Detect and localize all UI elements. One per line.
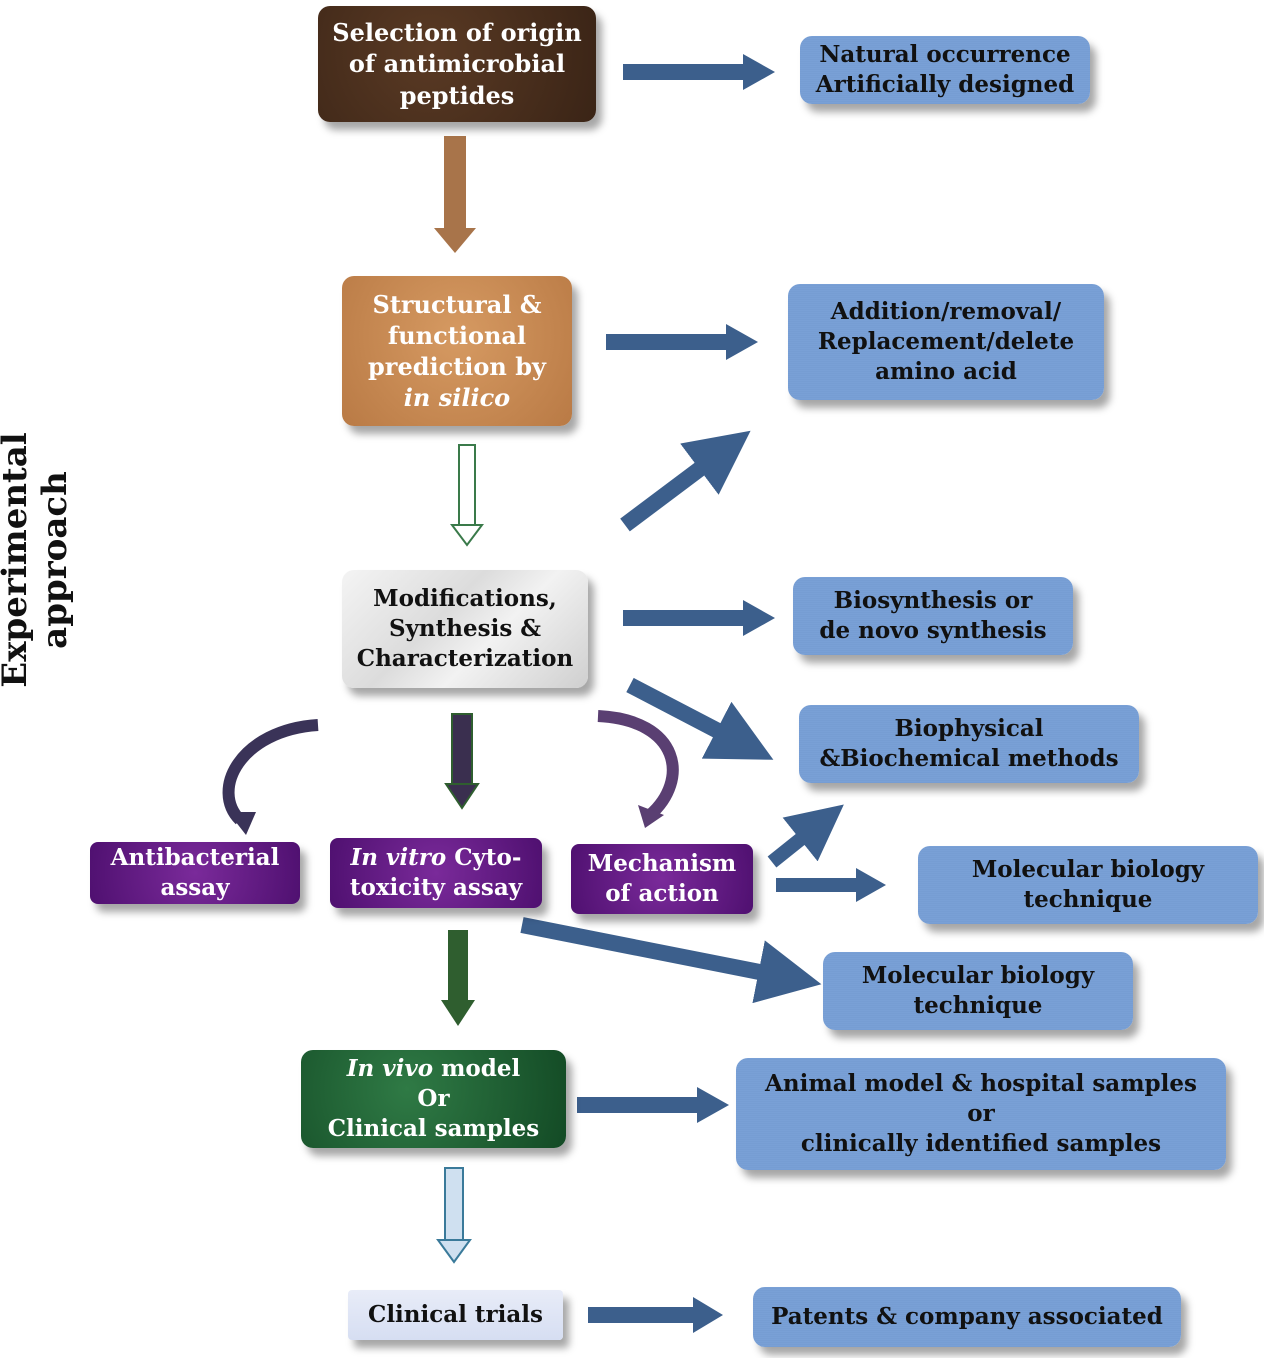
arrow-origin-to-prediction bbox=[434, 136, 476, 253]
invivo-line-2: Or bbox=[417, 1085, 450, 1113]
arrow-invivo-to-trials bbox=[436, 1167, 472, 1264]
invivo-italic: In vivo bbox=[346, 1055, 434, 1083]
molecular2-detail-2: technique bbox=[913, 992, 1043, 1019]
invivo-line-1: model bbox=[433, 1055, 521, 1083]
arrow-origin-to-details bbox=[623, 54, 775, 90]
prediction-line-3: prediction by bbox=[368, 352, 546, 381]
mod-line-1: Modifications, bbox=[373, 585, 557, 613]
animal-detail-2: or bbox=[967, 1100, 995, 1128]
mod-line-3: Characterization bbox=[356, 644, 574, 672]
arrow-trials-to-patents bbox=[588, 1297, 723, 1333]
patents-detail: Patents & company associated bbox=[771, 1303, 1163, 1331]
curved-arrow-head-mechanism bbox=[638, 805, 664, 828]
mod-line-2: Synthesis & bbox=[388, 615, 542, 643]
invivo-line-3: Clinical samples bbox=[327, 1114, 540, 1142]
curved-arrow-to-mechanism bbox=[597, 710, 679, 820]
arrow-prediction-to-mod bbox=[450, 444, 484, 547]
arrow-mod-to-prediction-details bbox=[620, 430, 751, 532]
antibacterial-line-2: assay bbox=[160, 874, 230, 901]
animal-detail-1: Animal model & hospital samples bbox=[765, 1070, 1197, 1098]
arrow-mod-to-biophysical bbox=[626, 677, 774, 760]
arrow-invivo-to-animal bbox=[577, 1087, 729, 1123]
origin-line-3: peptides bbox=[399, 80, 515, 110]
curved-arrow-to-antibacterial bbox=[222, 719, 319, 825]
clinical-trials-box: Clinical trials bbox=[348, 1290, 563, 1340]
prediction-line-4: in silico bbox=[403, 383, 511, 413]
prediction-detail-1: Addition/removal/ bbox=[830, 298, 1062, 326]
arrow-cytotoxicity-to-molecular bbox=[520, 917, 822, 1004]
origin-line-1: Selection of origin bbox=[332, 18, 582, 48]
biophysical-detail-2: &Biochemical methods bbox=[819, 745, 1119, 772]
modifications-box: Modifications,Synthesis &Characterizatio… bbox=[342, 570, 588, 688]
arrow-mod-to-cytotoxicity bbox=[444, 713, 480, 810]
prediction-line-2: functional bbox=[387, 320, 527, 350]
cyto-italic: In vitro bbox=[350, 844, 447, 872]
prediction-detail-2: Replacement/delete bbox=[817, 328, 1075, 356]
molecular1-detail-1: Molecular biology bbox=[971, 856, 1205, 884]
antibacterial-line-1: Antibacterial bbox=[110, 844, 280, 872]
arrow-mod-to-synthesis bbox=[623, 600, 775, 636]
cytotoxicity-box: In vitro Cyto-toxicity assay bbox=[330, 838, 542, 908]
cyto-line-2: toxicity assay bbox=[349, 874, 523, 901]
molecular2-detail-1: Molecular biology bbox=[861, 962, 1095, 990]
arrow-mechanism-to-biophysical bbox=[767, 804, 844, 868]
mechanism-line-2: of action bbox=[605, 880, 719, 907]
arrow-mechanism-to-molecular bbox=[776, 868, 886, 902]
biophysical-details-box: Biophysical&Biochemical methods bbox=[799, 705, 1139, 783]
arrow-cytotoxicity-to-invivo bbox=[441, 930, 475, 1026]
biophysical-detail-1: Biophysical bbox=[894, 715, 1044, 743]
cyto-line-1: Cyto- bbox=[446, 844, 522, 872]
curved-arrow-head-antibacterial bbox=[228, 812, 256, 835]
mechanism-line-1: Mechanism bbox=[587, 850, 737, 878]
synthesis-detail-2: de novo synthesis bbox=[819, 617, 1047, 644]
origin-detail-2: Artificially designed bbox=[815, 71, 1075, 98]
clinical-trials-label: Clinical trials bbox=[368, 1301, 543, 1329]
animal-detail-3: clinically identified samples bbox=[800, 1129, 1162, 1157]
origin-detail-1: Natural occurrence bbox=[819, 41, 1071, 69]
molecular1-detail-2: technique bbox=[1023, 886, 1153, 913]
synthesis-detail-1: Biosynthesis or bbox=[833, 587, 1033, 615]
origin-line-2: of antimicrobial bbox=[348, 49, 566, 79]
patents-details-box: Patents & company associated bbox=[753, 1287, 1181, 1347]
arrow-prediction-to-details bbox=[606, 324, 758, 360]
prediction-detail-3: amino acid bbox=[875, 357, 1017, 385]
prediction-line-1: Structural & bbox=[372, 289, 542, 319]
